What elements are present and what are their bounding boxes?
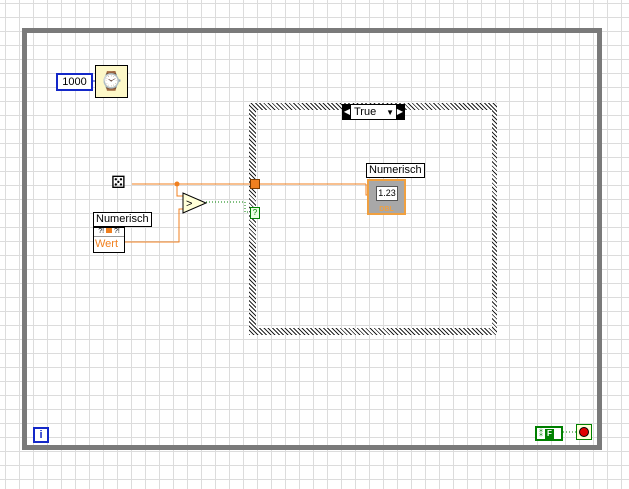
indicator-label: Numerisch [366,163,425,178]
false-constant[interactable]: ⁑ F [535,426,563,441]
stop-condition-terminal[interactable] [576,424,592,440]
case-selector-terminal[interactable]: ? [250,207,260,219]
control-value-label: Wert [95,238,119,250]
greater-symbol: > [186,198,192,210]
case-selector[interactable]: ◀ True ▼ ▶ [342,104,405,120]
greater-than-node[interactable] [182,192,208,214]
stop-icon [579,427,589,437]
numeric-indicator[interactable]: 1.23 DBL [367,179,406,215]
bool-icon: ⁑ [539,429,543,438]
random-dice-icon[interactable]: ⚄ [111,173,126,192]
false-constant-label: F [545,428,554,439]
iteration-terminal[interactable]: i [33,427,49,443]
wire-branch[interactable] [176,184,183,197]
while-loop[interactable] [22,28,602,450]
wire-control[interactable] [125,208,183,243]
numeric-control[interactable]: ?! ?! Wert [93,227,125,253]
case-next-arrow[interactable]: ▶ [396,105,404,119]
input-tunnel[interactable] [250,179,260,189]
indicator-value: 1.23 [376,186,398,201]
indicator-type: DBL [379,206,394,213]
case-dropdown-icon[interactable]: ▼ [386,107,394,117]
case-structure-body [256,110,492,328]
case-selector-label: True [354,106,377,118]
case-prev-arrow[interactable]: ◀ [343,105,351,119]
wait-clock-icon[interactable]: ⌚ [95,65,128,98]
control-label: Numerisch [93,212,152,227]
control-type-strip: ?! ?! [94,228,124,237]
wire-bool[interactable] [206,201,251,213]
wire-junction [174,181,180,187]
wait-constant[interactable]: 1000 [56,73,93,91]
